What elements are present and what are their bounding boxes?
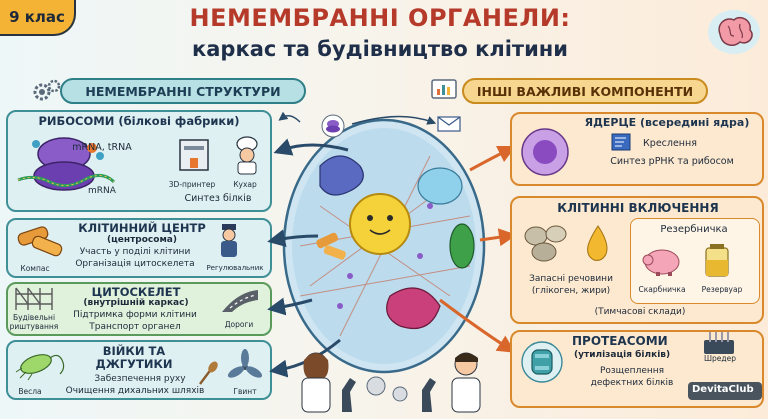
cell-illustration <box>282 118 486 374</box>
propeller-icon <box>227 349 263 378</box>
centrosome-title: КЛІТИННИЙ ЦЕНТР <box>78 221 206 235</box>
roads-label: Дороги <box>224 320 254 329</box>
cilia-panel <box>6 340 272 400</box>
section-other-components: ІНШІ ВАЖЛИВІ КОМПОНЕНТИ <box>462 78 708 104</box>
reservoir-icon <box>705 244 729 277</box>
proteasomes-line1: Розщеплення <box>599 366 665 376</box>
shredder-icon <box>704 332 734 354</box>
centrosome-line1: Участь у поділі клітини <box>79 247 191 257</box>
proteasomes-line2: дефектних білків <box>590 378 674 388</box>
inclusions-stores: Запасні речовини <box>529 274 613 284</box>
paddle-icon <box>199 361 218 385</box>
cilia-line1: Забезпечення руху <box>94 374 186 384</box>
envelope-icon <box>437 116 461 132</box>
proteasomes-title: ПРОТЕАСОМИ <box>572 334 668 348</box>
page-subtitle: каркас та будівництво клітини <box>191 37 569 61</box>
cytoskeleton-title: ЦИТОСКЕЛЕТ <box>91 285 181 299</box>
gears-icon <box>33 79 61 101</box>
reserve-title: Резербничка <box>660 224 728 235</box>
nucleolus-icon <box>521 128 569 176</box>
watermark <box>688 382 762 400</box>
blueprint-icon <box>611 133 631 151</box>
glycogen-granules-icon <box>524 225 567 262</box>
tank-label: Резервуар <box>701 285 743 294</box>
section-nonmembrane: НЕМЕМБРАННІ СТРУКТУРИ <box>60 78 306 104</box>
grade-label: 9 клас <box>9 8 65 26</box>
cytoskeleton-subtitle: (внутрішній каркас) <box>83 298 189 308</box>
propeller-label: Гвинт <box>233 387 257 396</box>
chart-icon <box>431 79 457 99</box>
inclusions-title: КЛІТИННІ ВКЛЮЧЕННЯ <box>557 201 719 215</box>
piggy-bank-icon <box>642 249 680 276</box>
scientists-illustration <box>301 352 481 413</box>
small-ribosome-icon <box>321 114 345 138</box>
printer-label: 3D-принтер <box>168 180 216 189</box>
compass-label: Компас <box>20 264 50 273</box>
shredder-label: Шредер <box>704 354 736 363</box>
road-icon <box>222 290 258 312</box>
proteasomes-subtitle: (утилізація білків) <box>574 350 671 360</box>
ribosomes-title: РИБОСОМИ (білкові фабрики) <box>38 114 240 128</box>
traffic-officer-icon <box>221 224 237 257</box>
inclusions-stores-detail: (глікоген, жири) <box>531 286 611 296</box>
printer-3d-icon <box>179 139 209 171</box>
cook-icon <box>236 136 258 175</box>
cilia-title-line2: ДЖГУТИКИ <box>95 357 173 371</box>
fat-drop-icon <box>587 225 608 261</box>
scaffold-label: Будівельні риштування <box>9 313 59 331</box>
ribosome-mrna-label: mRNA <box>88 186 116 196</box>
oars-label: Весла <box>18 387 42 396</box>
cilia-title-line1: ВІЙКИ ТА <box>102 344 166 358</box>
watermark-text: DevitaClub <box>692 384 754 395</box>
brain-icon <box>708 10 760 54</box>
centrosome-icon <box>17 226 63 257</box>
cook-label: Кухар <box>233 180 257 189</box>
cilia-line2: Очищення дихальних шляхів <box>65 386 205 396</box>
cilia-icon <box>15 354 65 381</box>
cytoskeleton-line2: Транспорт органел <box>89 322 181 332</box>
ribosome-mrna-trna-label: mRNA, tRNA <box>72 142 132 153</box>
nucleolus-title: ЯДЕРЦЕ (всередині ядра) <box>584 116 750 129</box>
centrosome-line2: Організація цитоскелета <box>75 259 195 269</box>
piggy-label: Скарбничка <box>638 285 686 294</box>
proteasome-icon <box>521 341 563 383</box>
ribosome-function: Синтез білків <box>184 193 252 204</box>
centrosome-subtitle: (центросома) <box>106 235 177 245</box>
scaffold-icon <box>15 287 53 310</box>
nucleolus-function: Синтез рРНК та рибосом <box>610 156 734 167</box>
page-title: НЕМЕМБРАННІ ОРГАНЕЛИ: <box>189 4 571 32</box>
ribosome-icon <box>17 137 116 191</box>
inclusions-footer: (Тимчасові склади) <box>594 307 686 317</box>
grade-badge: 9 клас <box>0 0 76 36</box>
cytoskeleton-line1: Підтримка форми клітини <box>73 310 197 320</box>
blueprint-label: Креслення <box>643 138 697 149</box>
regulator-label: Регулювальник <box>206 264 264 272</box>
